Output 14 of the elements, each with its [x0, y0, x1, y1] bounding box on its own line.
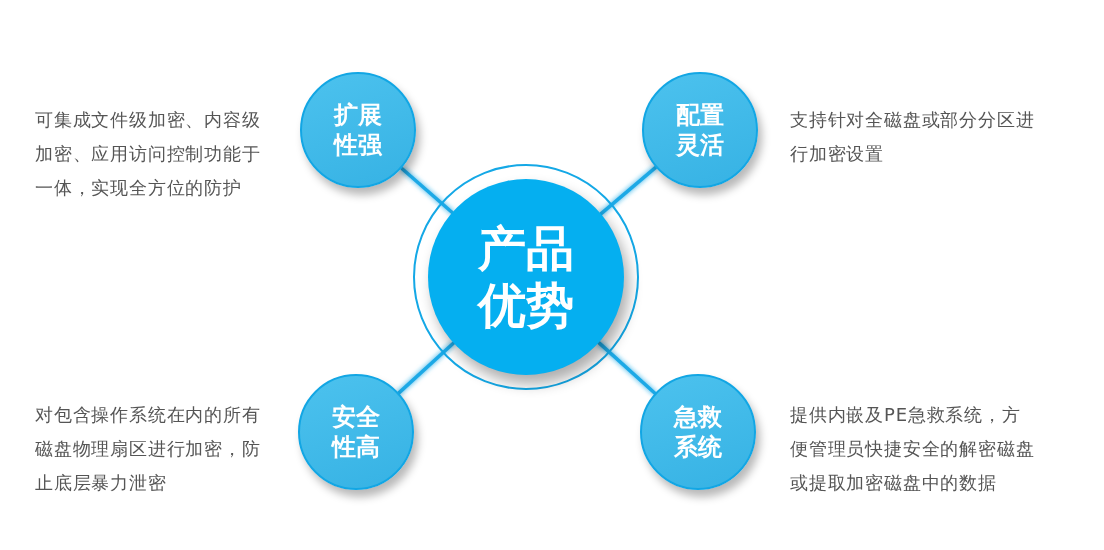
circle-label: 扩展性强 — [333, 100, 383, 160]
connector-line — [399, 166, 454, 215]
connector-line — [597, 340, 657, 395]
outer-ring — [413, 164, 639, 390]
circle-label: 急救系统 — [673, 402, 723, 462]
description-text: 提供内嵌及PE急救系统，方便管理员快捷安全的解密磁盘或提取加密磁盘中的数据 — [790, 403, 1036, 495]
connector-line — [599, 165, 658, 216]
connector-line — [397, 341, 456, 395]
description-text: 支持针对全磁盘或部分分区进行加密设置 — [790, 108, 1036, 166]
description-text: 对包含操作系统在内的所有磁盘物理扇区进行加密，防止底层暴力泄密 — [35, 403, 262, 495]
description-text: 可集成文件级加密、内容级加密、应用访问控制功能于一体，实现全方位的防护 — [35, 108, 262, 200]
circle-label: 配置灵活 — [675, 100, 725, 160]
circle-label: 安全性高 — [331, 402, 381, 462]
center-label: 产品优势 — [476, 220, 575, 334]
